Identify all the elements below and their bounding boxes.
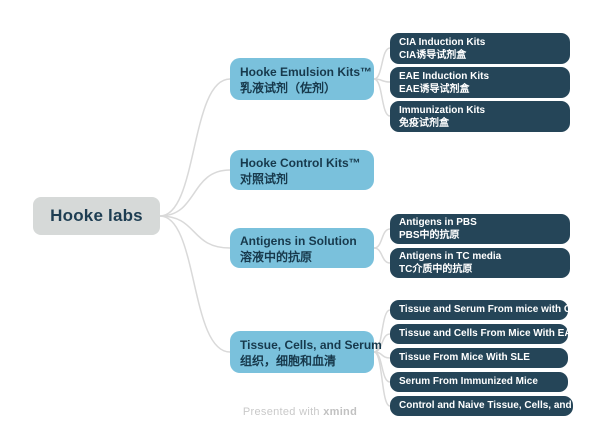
child-label-en: Control and Naive Tissue, Cells, and Ser…: [399, 400, 600, 411]
branch-title-zh: 溶液中的抗原: [240, 249, 313, 264]
child-node-antigens-in-tc-media[interactable]: Antigens in TC media TC介质中的抗原: [390, 248, 570, 278]
child-label-zh: PBS中的抗原: [399, 230, 460, 241]
branch-title-en: Hooke Emulsion Kits™: [240, 64, 373, 79]
child-node-tissue-cells-eae[interactable]: Tissue and Cells From Mice With EAE: [390, 324, 578, 344]
branch-node-tissue-cells-serum[interactable]: Tissue, Cells, and Serum 组织，细胞和血清: [230, 331, 382, 373]
child-label-en: Tissue and Cells From Mice With EAE: [399, 328, 579, 339]
branch-title-en: Hooke Control Kits™: [240, 155, 361, 170]
child-node-tissue-serum-cia[interactable]: Tissue and Serum From mice with CIA: [390, 300, 581, 320]
child-label-en: Tissue From Mice With SLE: [399, 352, 530, 363]
branch-title-zh: 组织，细胞和血清: [240, 353, 337, 368]
child-node-control-naive-tissue[interactable]: Control and Naive Tissue, Cells, and Ser…: [390, 396, 600, 416]
root-node-label: Hooke labs: [50, 206, 143, 225]
branch-title-en: Tissue, Cells, and Serum: [240, 337, 382, 352]
child-node-cia-induction-kits[interactable]: CIA Induction Kits CIA诱导试剂盒: [390, 33, 570, 64]
branch-node-emulsion-kits[interactable]: Hooke Emulsion Kits™ 乳液试剂（佐剂）: [230, 58, 374, 100]
child-label-en: Antigens in PBS: [399, 217, 477, 228]
child-node-tissue-sle[interactable]: Tissue From Mice With SLE: [390, 348, 568, 368]
branch-node-control-kits[interactable]: Hooke Control Kits™ 对照试剂: [230, 150, 374, 190]
child-label-en: CIA Induction Kits: [399, 36, 486, 48]
child-node-eae-induction-kits[interactable]: EAE Induction Kits EAE诱导试剂盒: [390, 67, 570, 98]
branch-title-zh: 对照试剂: [240, 171, 289, 186]
child-label-zh: TC介质中的抗原: [399, 264, 473, 275]
child-label-en: Tissue and Serum From mice with CIA: [399, 304, 582, 315]
child-label-zh: EAE诱导试剂盒: [399, 83, 470, 95]
branch-node-antigens-in-solution[interactable]: Antigens in Solution 溶液中的抗原: [230, 228, 374, 268]
root-node-hooke-labs[interactable]: Hooke labs: [33, 197, 160, 235]
child-label-en: Serum From Immunized Mice: [399, 376, 538, 387]
child-node-serum-immunized-mice[interactable]: Serum From Immunized Mice: [390, 372, 568, 392]
branch-title-zh: 乳液试剂（佐剂）: [240, 80, 337, 95]
child-node-immunization-kits[interactable]: Immunization Kits 免疫试剂盒: [390, 101, 570, 132]
child-label-en: EAE Induction Kits: [399, 70, 489, 82]
child-label-en: Antigens in TC media: [399, 251, 502, 262]
watermark-text: Presented with: [242, 406, 324, 418]
child-label-zh: 免疫试剂盒: [399, 117, 449, 129]
xmind-brand: xmind: [323, 406, 358, 418]
child-label-zh: CIA诱导试剂盒: [399, 49, 467, 61]
branch-title-en: Antigens in Solution: [240, 233, 357, 248]
watermark: Presented with xmind: [0, 406, 600, 418]
child-label-en: Immunization Kits: [399, 104, 486, 116]
child-node-antigens-in-pbs[interactable]: Antigens in PBS PBS中的抗原: [390, 214, 570, 244]
